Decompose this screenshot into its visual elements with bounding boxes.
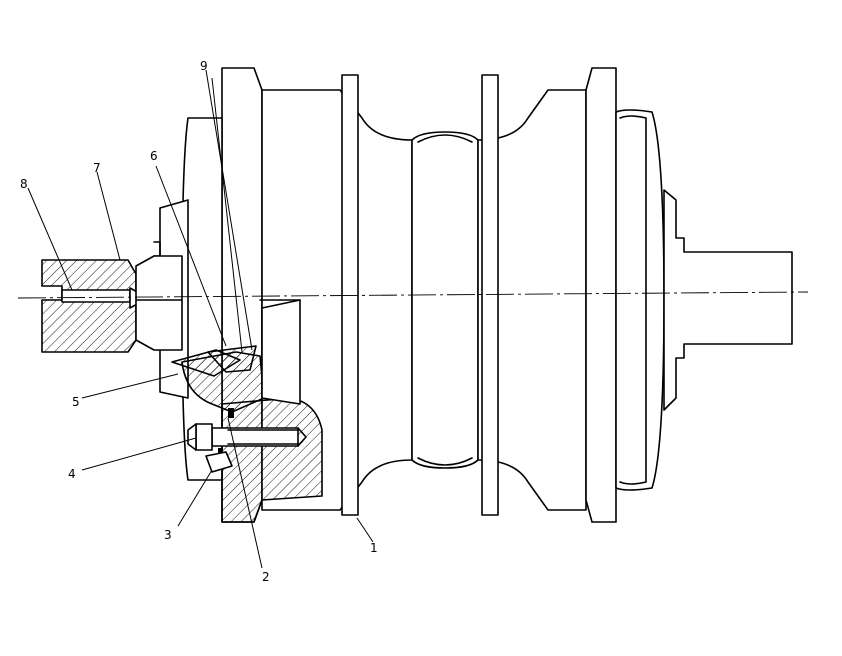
callout-5: 5 <box>72 395 80 409</box>
callout-4: 4 <box>68 467 76 481</box>
callout-7: 7 <box>93 161 101 175</box>
center-axis-line <box>17 291 809 299</box>
callout-9: 9 <box>200 59 208 73</box>
callout-1: 1 <box>370 541 378 555</box>
callout-3: 3 <box>164 528 172 542</box>
callout-6: 6 <box>150 149 158 163</box>
seal-section <box>171 299 323 523</box>
end-collar <box>41 255 183 353</box>
callout-8: 8 <box>20 177 28 191</box>
leader-lines <box>27 69 374 569</box>
callout-2: 2 <box>262 570 270 584</box>
